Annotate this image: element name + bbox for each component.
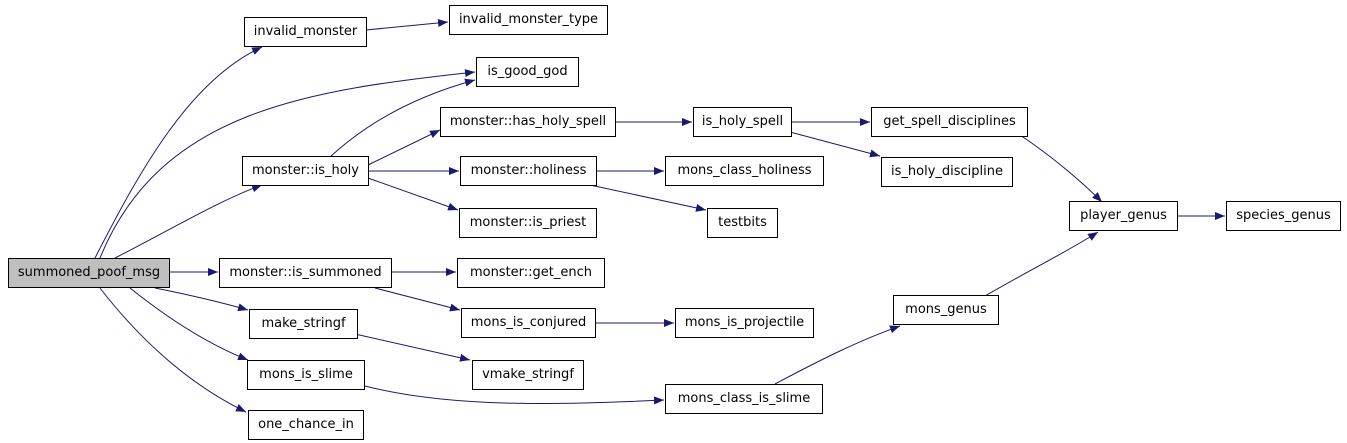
- edge-is_holy_spell-is_holy_discipline: [789, 131, 881, 158]
- node-testbits[interactable]: testbits: [707, 208, 778, 238]
- node-mons_class_holiness[interactable]: mons_class_holiness: [665, 156, 824, 186]
- node-get_spell_disciplines[interactable]: get_spell_disciplines: [871, 107, 1028, 137]
- edge-mons_genus-player_genus: [984, 231, 1099, 297]
- edge-mons_is_slime-mons_class_is_slime: [364, 385, 665, 405]
- node-one_chance_in[interactable]: one_chance_in: [248, 410, 364, 440]
- edge-summoned_poof_msg-is_good_god: [99, 69, 476, 259]
- node-monster_is_priest[interactable]: monster::is_priest: [459, 208, 597, 238]
- edge-summoned_poof_msg-one_chance_in: [99, 287, 247, 413]
- node-mons_is_conjured[interactable]: mons_is_conjured: [461, 308, 596, 338]
- edge-summoned_poof_msg-monster_is_holy: [114, 184, 263, 259]
- edge-monster_is_holy-is_good_god: [329, 78, 476, 158]
- node-mons_is_projectile[interactable]: mons_is_projectile: [675, 308, 814, 338]
- edge-summoned_poof_msg-invalid_monster: [94, 46, 263, 259]
- node-make_stringf[interactable]: make_stringf: [249, 309, 358, 339]
- node-is_holy_discipline[interactable]: is_holy_discipline: [881, 157, 1013, 187]
- edge-monster_is_summoned-mons_is_conjured: [374, 287, 461, 312]
- edge-make_stringf-vmake_stringf: [354, 333, 471, 362]
- node-vmake_stringf[interactable]: vmake_stringf: [472, 360, 584, 390]
- node-is_holy_spell[interactable]: is_holy_spell: [693, 107, 792, 137]
- node-invalid_monster_type[interactable]: invalid_monster_type: [449, 5, 608, 35]
- node-species_genus[interactable]: species_genus: [1226, 201, 1341, 231]
- node-is_good_god[interactable]: is_good_god: [476, 57, 579, 87]
- edge-invalid_monster-invalid_monster_type: [365, 18, 449, 31]
- edge-monster_holiness-testbits: [589, 184, 707, 212]
- node-monster_is_holy[interactable]: monster::is_holy: [242, 156, 369, 186]
- node-invalid_monster[interactable]: invalid_monster: [244, 17, 367, 47]
- edge-mons_class_is_slime-mons_genus: [774, 325, 901, 385]
- edge-get_spell_disciplines-player_genus: [1019, 134, 1103, 203]
- edge-monster_is_holy-monster_has_holy_spell: [367, 129, 441, 166]
- node-mons_genus[interactable]: mons_genus: [893, 295, 999, 325]
- node-mons_class_is_slime[interactable]: mons_class_is_slime: [665, 384, 823, 414]
- edge-summoned_poof_msg-mons_is_slime: [129, 287, 249, 361]
- edge-summoned_poof_msg-make_stringf: [154, 287, 249, 312]
- node-monster_has_holy_spell[interactable]: monster::has_holy_spell: [440, 107, 616, 137]
- node-monster_is_summoned[interactable]: monster::is_summoned: [219, 258, 392, 288]
- node-monster_get_ench[interactable]: monster::get_ench: [457, 258, 605, 288]
- edge-monster_is_holy-monster_is_priest: [367, 177, 459, 211]
- node-player_genus[interactable]: player_genus: [1069, 201, 1178, 231]
- node-summoned_poof_msg: summoned_poof_msg: [8, 258, 170, 288]
- node-mons_is_slime[interactable]: mons_is_slime: [247, 360, 365, 390]
- node-monster_holiness[interactable]: monster::holiness: [460, 156, 597, 186]
